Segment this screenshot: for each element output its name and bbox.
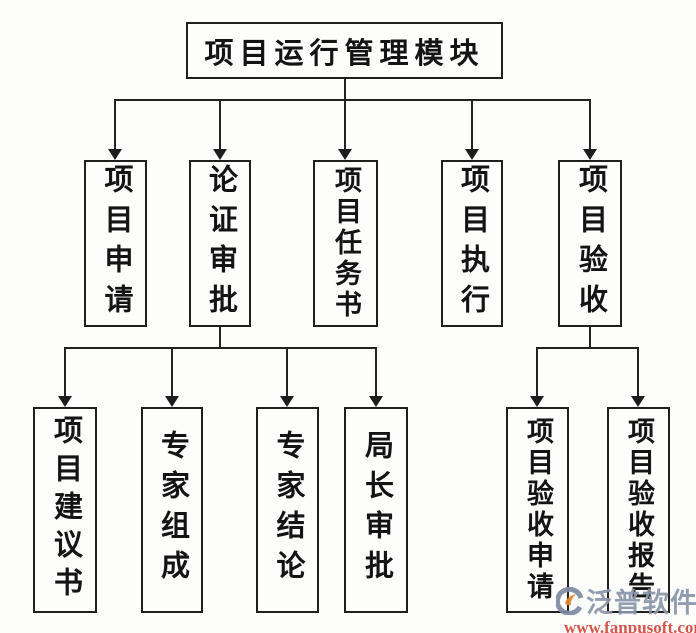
node-acceptance-report: 项目验收报告 bbox=[607, 407, 670, 613]
arrowhead-application bbox=[108, 149, 122, 160]
connector-drop-expert-team bbox=[171, 347, 173, 397]
arrowhead-acceptance-report bbox=[631, 396, 645, 407]
arrowhead-expert-conclusion bbox=[280, 396, 294, 407]
arrowhead-acceptance-application bbox=[530, 396, 544, 407]
connector-acceptance-stem bbox=[589, 327, 591, 349]
arrowhead-review bbox=[213, 149, 227, 160]
connector-drop-execution bbox=[471, 99, 473, 150]
node-project-proposal: 项目建议书 bbox=[33, 407, 97, 613]
watermark-brand: 泛普软件 bbox=[586, 588, 696, 618]
node-project-application: 项目申请 bbox=[84, 160, 147, 327]
connector-review-stem bbox=[219, 327, 221, 349]
connector-drop-taskbook bbox=[344, 99, 346, 150]
connector-drop-expert-conclusion bbox=[286, 347, 288, 397]
node-label: 项目任务书 bbox=[331, 166, 361, 321]
node-label: 项目申请 bbox=[100, 163, 132, 324]
node-project-operation-management: 项目运行管理模块 bbox=[186, 22, 503, 79]
arrowhead-acceptance bbox=[583, 149, 597, 160]
connector-level1-bus bbox=[114, 99, 591, 101]
connector-drop-acceptance-application bbox=[536, 347, 538, 397]
node-acceptance-application: 项目验收申请 bbox=[506, 407, 569, 613]
node-expert-team: 专家组成 bbox=[141, 407, 203, 613]
node-feasibility-approval: 论证审批 bbox=[189, 160, 251, 327]
arrowhead-proposal bbox=[58, 396, 72, 407]
node-label: 项目建议书 bbox=[49, 415, 82, 605]
arrowhead-expert-team bbox=[165, 396, 179, 407]
node-director-approval: 局长审批 bbox=[344, 407, 408, 613]
connector-drop-proposal bbox=[64, 347, 66, 397]
watermark: 泛普软件 www.fanpusoft.com bbox=[554, 581, 696, 633]
arrowhead-director-approval bbox=[369, 396, 383, 407]
node-expert-conclusion: 专家结论 bbox=[256, 407, 319, 613]
connector-drop-acceptance bbox=[589, 99, 591, 150]
connector-drop-review bbox=[219, 99, 221, 150]
node-project-acceptance: 项目验收 bbox=[558, 160, 622, 327]
node-label: 项目执行 bbox=[456, 163, 489, 324]
node-label: 项目运行管理模块 bbox=[204, 37, 485, 70]
node-label: 专家结论 bbox=[272, 430, 304, 590]
watermark-url: www.fanpusoft.com bbox=[564, 618, 696, 633]
arrowhead-taskbook bbox=[338, 149, 352, 160]
connector-drop-acceptance-report bbox=[637, 347, 639, 397]
fanpu-logo-icon bbox=[554, 586, 584, 616]
connector-root-stem bbox=[344, 79, 346, 100]
connector-review-bus bbox=[64, 347, 377, 349]
node-label: 论证审批 bbox=[204, 163, 237, 324]
node-label: 项目验收报告 bbox=[624, 417, 654, 603]
node-project-execution: 项目执行 bbox=[441, 160, 503, 327]
node-project-task-book: 项目任务书 bbox=[313, 160, 378, 327]
node-label: 项目验收 bbox=[574, 163, 607, 324]
node-label: 局长审批 bbox=[360, 430, 393, 590]
connector-drop-director-approval bbox=[375, 347, 377, 397]
node-label: 项目验收申请 bbox=[523, 417, 553, 603]
connector-drop-application bbox=[114, 99, 116, 150]
connector-acceptance-bus bbox=[536, 347, 639, 349]
arrowhead-execution bbox=[465, 149, 479, 160]
node-label: 专家组成 bbox=[156, 430, 189, 590]
